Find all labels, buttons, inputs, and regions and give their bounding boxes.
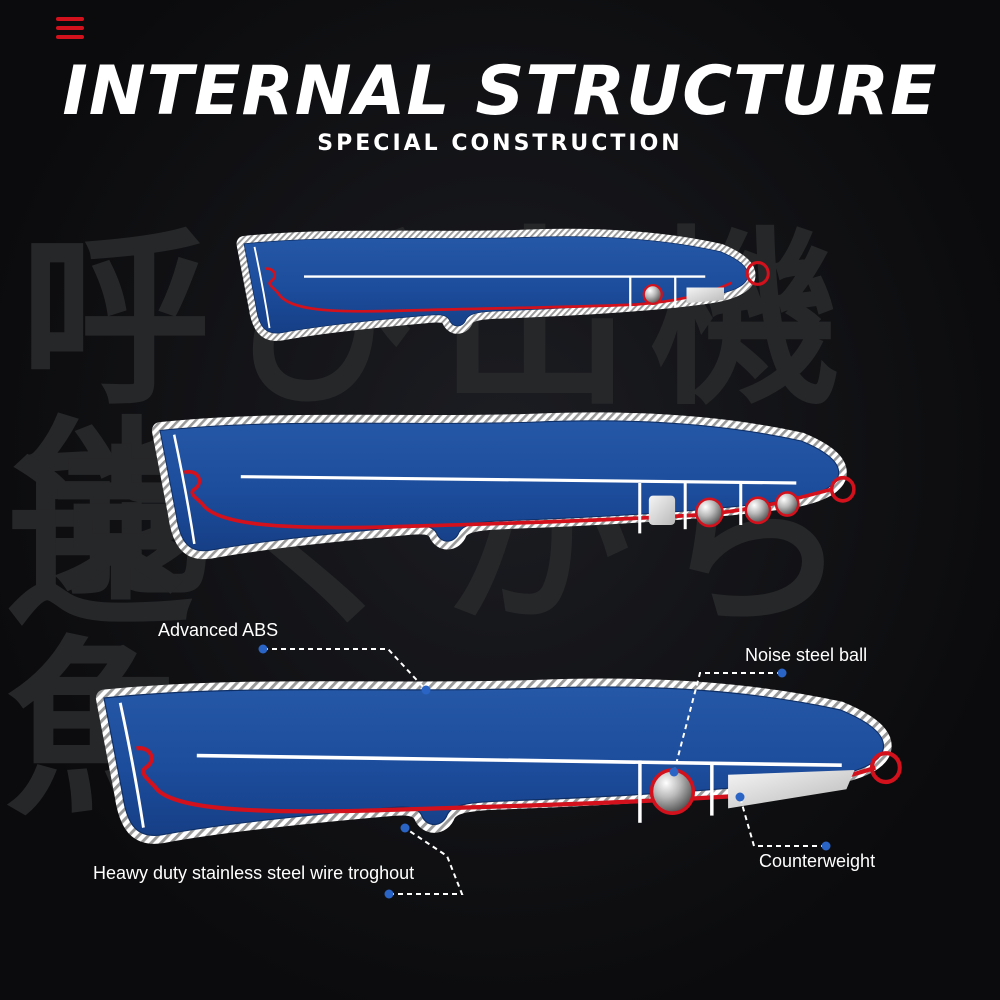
callout-line-wire [389, 827, 464, 895]
menu-icon [56, 17, 84, 39]
menu-button[interactable] [50, 10, 90, 46]
callout-dot-wire-end [400, 823, 410, 833]
callout-line-weight [739, 796, 826, 847]
callout-lines [263, 648, 826, 895]
lure-medium [160, 421, 856, 551]
callout-dot-ball-start [777, 668, 787, 678]
callout-label-weight: Counterweight [759, 851, 876, 871]
lure-large [104, 687, 902, 835]
callout-dot-weight-start [821, 841, 831, 851]
callout-dots [258, 644, 831, 899]
callout-line-ball [673, 672, 782, 773]
callout-label-wire: Heawy duty stainless steel wire troghout [93, 863, 415, 883]
lure-small [244, 237, 770, 334]
callout-dot-ball-end [669, 767, 679, 777]
callout-dot-abs-start [258, 644, 268, 654]
callout-line-abs [263, 648, 427, 691]
page-subtitle: SPECIAL CONSTRUCTION [317, 131, 683, 156]
callout-label-abs: Advanced ABS [158, 620, 279, 640]
callout-dot-weight-end [735, 792, 745, 802]
callout-dot-wire-start [384, 889, 394, 899]
callout-label-ball: Noise steel ball [745, 645, 868, 665]
callout-dot-abs-end [421, 685, 431, 695]
page-title: INTERNAL STRUCTURE [62, 52, 938, 131]
